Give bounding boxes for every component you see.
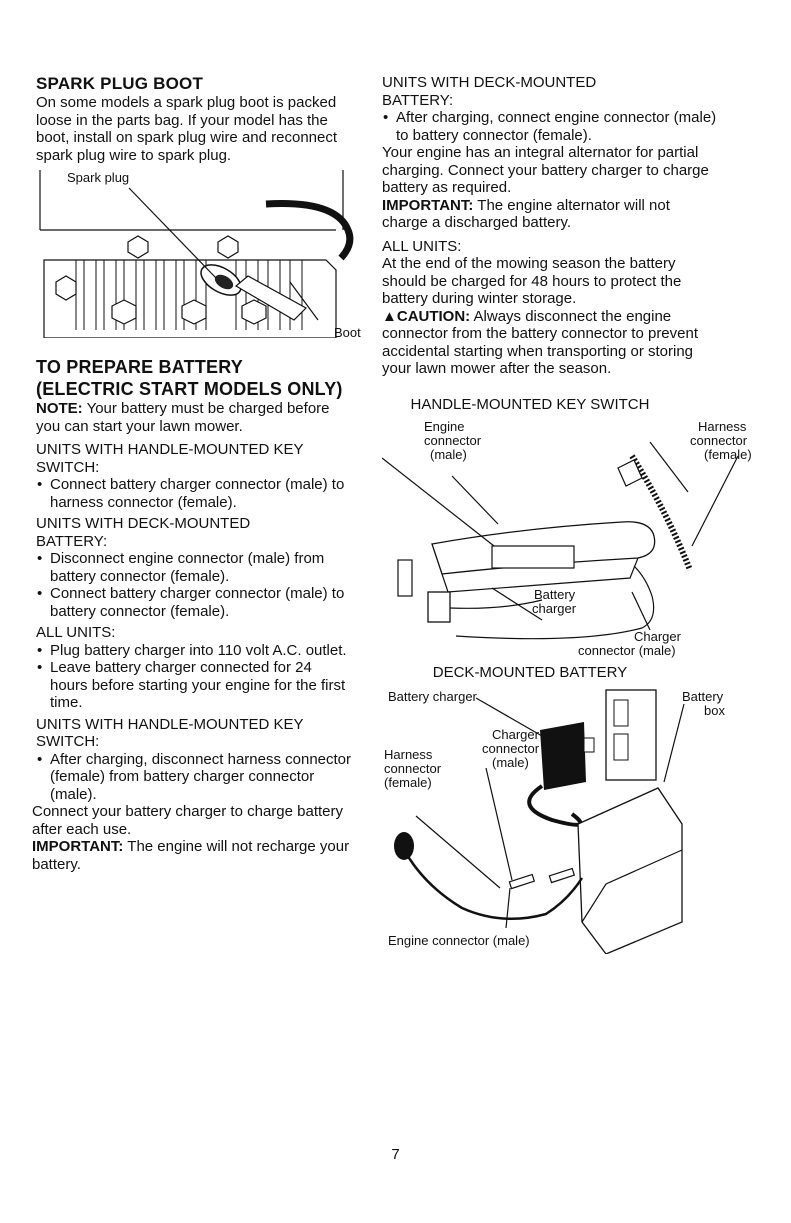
deck-mounted-list: Disconnect engine connector (male) from …	[36, 550, 346, 620]
spark-plug-boot-text: On some models a spark plug boot is pack…	[36, 94, 338, 164]
deck-mounted-illustration	[394, 688, 685, 954]
harness-connector-label-1: Harness	[384, 746, 433, 762]
spark-plug-boot-heading: SPARK PLUG BOOT	[36, 74, 204, 93]
handle-mounted-figure-title: HANDLE-MOUNTED KEY SWITCH	[410, 395, 650, 413]
deck-mounted-figure-title: DECK-MOUNTED BATTERY	[432, 663, 628, 681]
all-units-list: Plug battery charger into 110 volt A.C. …	[36, 642, 351, 712]
list-item: Connect battery charger connector (male)…	[36, 476, 371, 511]
harness-connector-label-1: Harness	[698, 418, 747, 434]
engine-connector-label-3: (male)	[430, 446, 467, 462]
page-number: 7	[391, 1146, 400, 1163]
important-text: The engine alternator will not charge a …	[382, 196, 670, 232]
charger-connector-label-2: connector	[482, 740, 540, 756]
spark-plug-illustration	[39, 170, 354, 338]
battery-box-label-1: Battery	[682, 688, 724, 704]
harness-connector-label-3: (female)	[704, 446, 752, 462]
important-label: IMPORTANT:	[32, 838, 124, 855]
harness-connector-label-2: connector	[690, 432, 748, 448]
deck-mounted-list-right: After charging, connect engine connector…	[382, 109, 722, 144]
engine-connector-label: Engine connector (male)	[388, 932, 530, 948]
caution-text: Always disconnect the engine connector f…	[382, 307, 699, 378]
handle-mounted-figure: HANDLE-MOUNTED KEY SWITCH Engine connect…	[382, 396, 772, 658]
deck-mounted-heading-right: UNITS WITH DECK-MOUNTED BATTERY:	[382, 74, 597, 109]
charger-connector-label-1: Charger	[492, 726, 539, 742]
list-item: Disconnect engine connector (male) from …	[36, 550, 346, 585]
all-units-text-right: At the end of the mowing season the batt…	[382, 255, 682, 307]
charger-connector-label-1: Charger	[634, 628, 681, 644]
prepare-battery-heading-1: TO PREPARE BATTERY	[36, 357, 243, 377]
all-units-heading: ALL UNITS:	[36, 624, 116, 641]
battery-charger-label: Battery charger	[388, 688, 477, 704]
note-paragraph: NOTE: Your battery must be charged befor…	[36, 400, 336, 435]
handle-mounted-list: Connect battery charger connector (male)…	[36, 476, 371, 511]
harness-connector-label-3: (female)	[384, 774, 432, 790]
prepare-battery-heading-2: (ELECTRIC START MODELS ONLY)	[36, 379, 343, 399]
spark-plug-figure: Spark plug Boot	[36, 170, 371, 340]
caution-triangle-icon: ▲	[382, 307, 397, 325]
handle-mounted-heading-2: UNITS WITH HANDLE-MOUNTED KEY SWITCH:	[36, 715, 304, 751]
handle-mounted-list-2: After charging, disconnect harness conne…	[36, 751, 356, 804]
important-text: The engine will not recharge your batter…	[32, 838, 350, 873]
engine-connector-label-1: Engine	[424, 418, 465, 434]
note-label: NOTE:	[36, 400, 83, 417]
important-paragraph: IMPORTANT: The engine will not recharge …	[32, 838, 357, 873]
important-label: IMPORTANT:	[382, 196, 474, 214]
caution-paragraph: ▲CAUTION: Always disconnect the engine c…	[382, 308, 712, 378]
list-item: Connect battery charger connector (male)…	[36, 585, 346, 620]
list-item: Plug battery charger into 110 volt A.C. …	[36, 642, 351, 660]
important-paragraph-right: IMPORTANT: The engine alternator will no…	[382, 197, 692, 232]
note-text: Your battery must be charged before you …	[36, 400, 330, 435]
battery-charger-label-2: charger	[532, 600, 577, 616]
charger-connector-label-2: connector (male)	[578, 642, 676, 658]
battery-box-label-2: box	[704, 702, 725, 718]
list-item: After charging, connect engine connector…	[382, 109, 722, 144]
handle-mounted-illustration	[382, 441, 739, 639]
engine-connector-label-2: connector	[424, 432, 482, 448]
all-units-heading-right: ALL UNITS:	[382, 237, 462, 255]
connect-charger-text: Connect your battery charger to charge b…	[32, 803, 344, 838]
boot-label: Boot	[334, 325, 361, 340]
spark-plug-label: Spark plug	[67, 170, 130, 185]
battery-charger-label-1: Battery	[534, 586, 576, 602]
deck-mounted-figure: DECK-MOUNTED BATTERY Battery charger Bat…	[382, 664, 772, 954]
list-item: After charging, disconnect harness conne…	[36, 751, 356, 804]
deck-mounted-heading: UNITS WITH DECK-MOUNTED BATTERY:	[36, 515, 251, 550]
handle-mounted-heading: UNITS WITH HANDLE-MOUNTED KEY SWITCH:	[36, 441, 304, 476]
right-column: UNITS WITH DECK-MOUNTED BATTERY: After c…	[382, 74, 772, 954]
list-item: Leave battery charger connected for 24 h…	[36, 659, 351, 712]
charger-connector-label-3: (male)	[492, 754, 529, 770]
left-column: SPARK PLUG BOOT On some models a spark p…	[32, 74, 371, 873]
alternator-text: Your engine has an integral alternator f…	[382, 144, 709, 196]
caution-label: CAUTION:	[396, 307, 471, 325]
harness-connector-label-2: connector	[384, 760, 442, 776]
